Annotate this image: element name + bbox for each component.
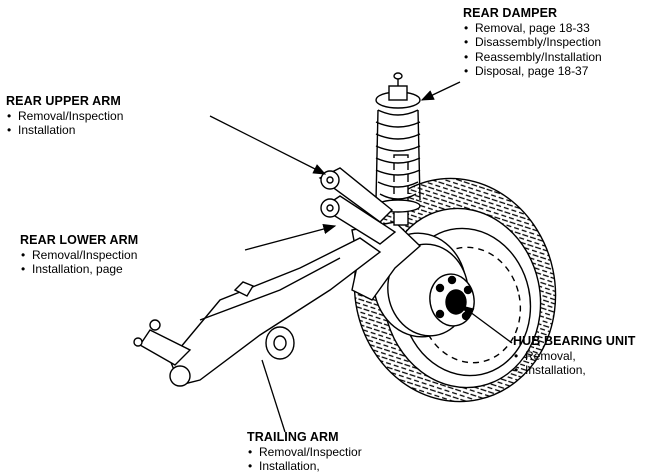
callout-title: REAR UPPER ARM (6, 94, 121, 108)
callout-item: Removal/Inspection (20, 248, 138, 263)
callout-trailing-arm: TRAILING ARM Removal/Inspectior Installa… (247, 430, 362, 474)
callout-title: HUB BEARING UNIT (513, 334, 636, 348)
control-arms (318, 167, 397, 245)
trailing-arm (133, 237, 382, 387)
callout-item: Installation, page (20, 262, 138, 277)
leader-lines (209, 81, 513, 433)
callout-item: Removal/Inspection (6, 109, 123, 124)
callout-title: REAR DAMPER (463, 6, 558, 20)
callout-item: Installation (6, 123, 123, 138)
callout-hub-bearing-unit: HUB BEARING UNIT Removal, Installation, (513, 334, 635, 378)
callout-item: Removal/Inspectior (247, 445, 362, 460)
callout-title: REAR LOWER ARM (20, 233, 139, 247)
callout-item: Installation, (513, 363, 635, 378)
callout-title: TRAILING ARM (247, 430, 339, 444)
callout-item: Disassembly/Inspection (463, 35, 602, 50)
callout-rear-lower-arm: REAR LOWER ARM Removal/Inspection Instal… (20, 233, 138, 277)
callout-item: Removal, page 18-33 (463, 21, 602, 36)
callout-item: Disposal, page 18-37 (463, 64, 602, 79)
damper-assembly (375, 72, 421, 226)
callout-rear-damper: REAR DAMPER Removal, page 18-33 Disassem… (463, 6, 602, 79)
callout-item: Reassembly/Installation (463, 50, 602, 65)
callout-item: Installation, (247, 459, 362, 474)
callout-rear-upper-arm: REAR UPPER ARM Removal/Inspection Instal… (6, 94, 123, 138)
callout-item: Removal, (513, 349, 635, 364)
